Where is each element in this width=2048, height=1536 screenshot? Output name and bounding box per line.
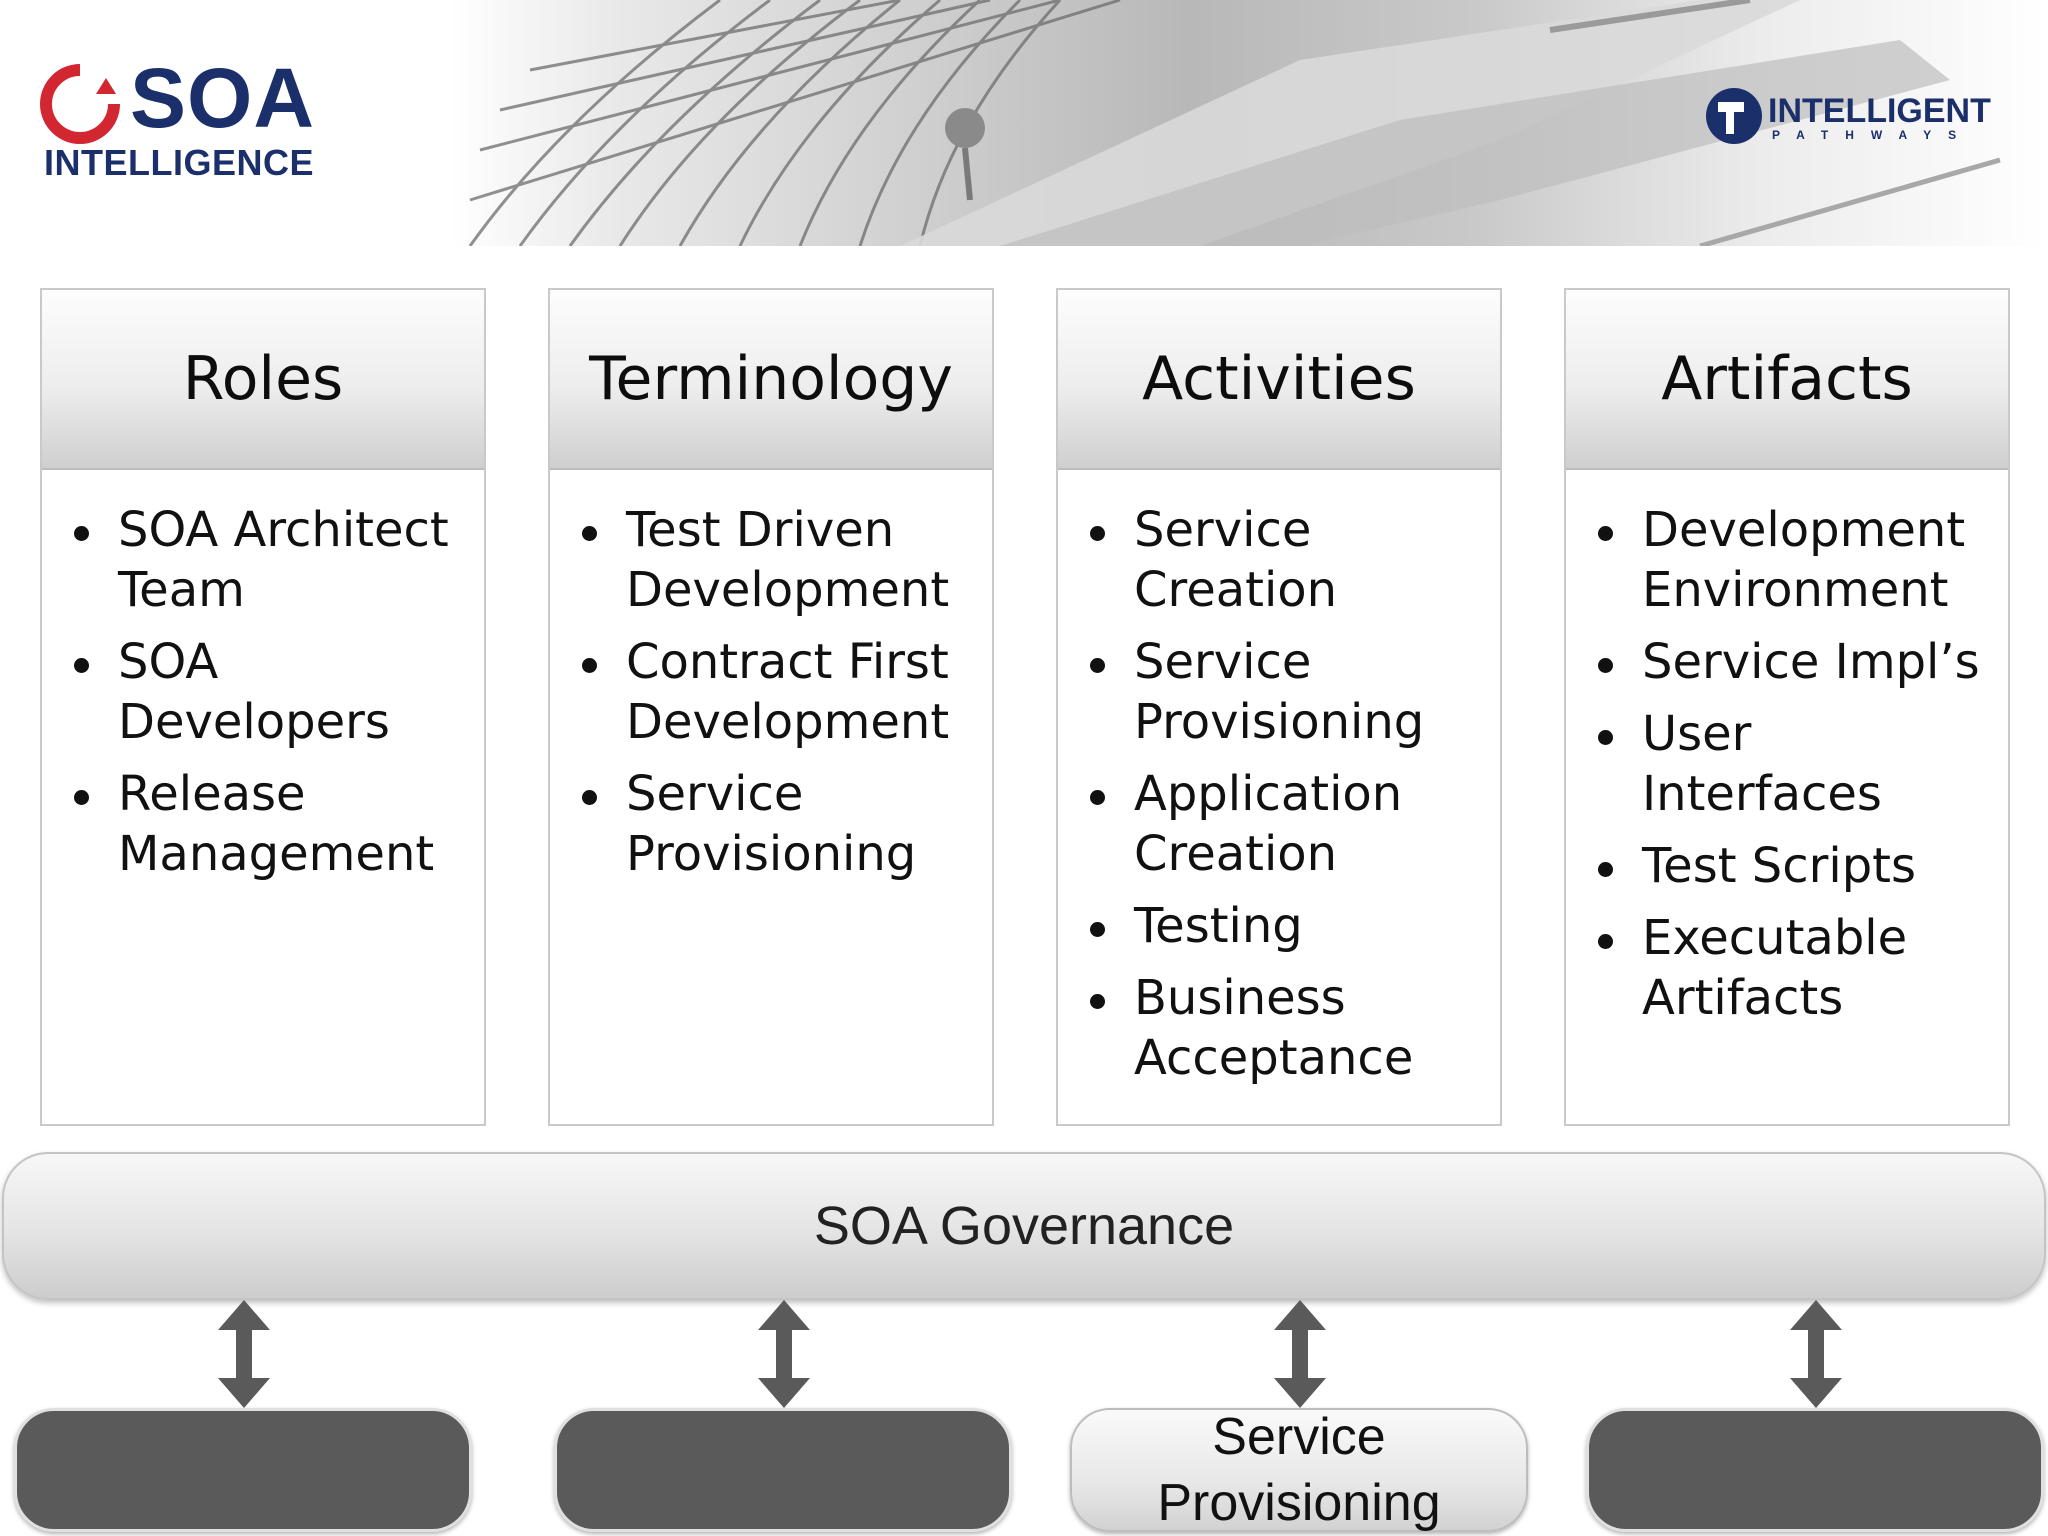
list-item: Development Environment: [1566, 500, 2008, 620]
service-provisioning-box: Service Provisioning: [1070, 1408, 1528, 1532]
roles-list: SOA Architect Team SOA Developers Releas…: [42, 470, 484, 884]
list-item: Service Impl’s: [1566, 632, 2008, 692]
box-label-line-2: Provisioning: [1157, 1474, 1441, 1532]
soa-swirl-icon: [40, 64, 120, 144]
list-item: Executable Artifacts: [1566, 908, 2008, 1028]
soa-governance-bar: SOA Governance: [2, 1152, 2046, 1300]
terminology-list: Test Driven Development Contract First D…: [550, 470, 992, 884]
list-item: SOA Developers: [42, 632, 484, 752]
list-item: Service Provisioning: [550, 764, 992, 884]
list-item: Business Acceptance: [1058, 968, 1500, 1088]
bottom-box-1: [14, 1408, 472, 1532]
list-item: Service Creation: [1058, 500, 1500, 620]
double-arrow-icon: [218, 1300, 270, 1408]
terminology-column: Terminology Test Driven Development Cont…: [548, 288, 994, 1126]
double-arrow-icon: [758, 1300, 810, 1408]
column-title: Activities: [1058, 290, 1500, 470]
pathways-globe-icon: [1706, 88, 1762, 144]
list-item: Testing: [1058, 896, 1500, 956]
roles-column: Roles SOA Architect Team SOA Developers …: [40, 288, 486, 1126]
double-arrow-icon: [1274, 1300, 1326, 1408]
bottom-box-2: [554, 1408, 1012, 1532]
list-item: Test Driven Development: [550, 500, 992, 620]
intelligent-pathways-logo: INTELLIGENT PATHWAYS: [1704, 86, 2004, 156]
list-item: Contract First Development: [550, 632, 992, 752]
soa-intelligence-logo: SOA INTELLIGENCE: [40, 51, 330, 188]
list-item: SOA Architect Team: [42, 500, 484, 620]
double-arrow-icon: [1790, 1300, 1842, 1408]
column-title: Roles: [42, 290, 484, 470]
column-title: Artifacts: [1566, 290, 2008, 470]
logo-left-main: SOA: [130, 51, 316, 145]
artifacts-column: Artifacts Development Environment Servic…: [1564, 288, 2010, 1126]
artifacts-list: Development Environment Service Impl’s U…: [1566, 470, 2008, 1028]
list-item: Release Management: [42, 764, 484, 884]
activities-column: Activities Service Creation Service Prov…: [1056, 288, 1502, 1126]
logo-right-sub: PATHWAYS: [1772, 128, 1974, 142]
list-item: Service Provisioning: [1058, 632, 1500, 752]
list-item: User Interfaces: [1566, 704, 2008, 824]
bottom-box-4: [1586, 1408, 2044, 1532]
architecture-photo: [468, 0, 2001, 246]
list-item: Test Scripts: [1566, 836, 2008, 896]
box-label-line-1: Service: [1212, 1408, 1386, 1466]
list-item: Application Creation: [1058, 764, 1500, 884]
column-title: Terminology: [550, 290, 992, 470]
activities-list: Service Creation Service Provisioning Ap…: [1058, 470, 1500, 1088]
header-banner: SOA INTELLIGENCE INTELLIGENT PATHWAYS: [0, 0, 2048, 246]
logo-left-sub: INTELLIGENCE: [44, 142, 315, 183]
logo-right-main: INTELLIGENT: [1768, 92, 1991, 130]
